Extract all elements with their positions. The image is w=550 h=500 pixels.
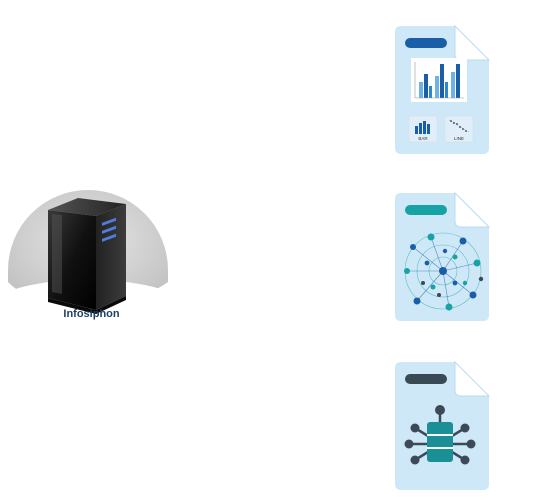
document-tab: [405, 374, 447, 384]
database-document: [393, 360, 493, 492]
network-document: [393, 191, 493, 323]
server-front: [48, 210, 96, 310]
network-graph: [404, 232, 484, 311]
server-illustration: [0, 170, 175, 330]
document-tab: [405, 205, 447, 215]
database-hub: [404, 405, 476, 465]
document-charts-icon: BAR LINE: [395, 24, 491, 154]
indicator-light: [102, 233, 116, 242]
document-tab: [405, 38, 447, 48]
indicator-light: [102, 225, 116, 234]
document-database-icon: [395, 360, 491, 490]
indicator-light: [102, 217, 116, 226]
line-thumb-label: LINE: [454, 136, 464, 141]
server-top: [48, 198, 126, 216]
server-icon: [0, 190, 175, 324]
bar-thumb-label: BAR: [418, 136, 428, 141]
server-label: Infosiphon: [63, 308, 120, 320]
document-network-icon: [395, 191, 491, 321]
charts-document: BAR LINE: [393, 24, 493, 156]
